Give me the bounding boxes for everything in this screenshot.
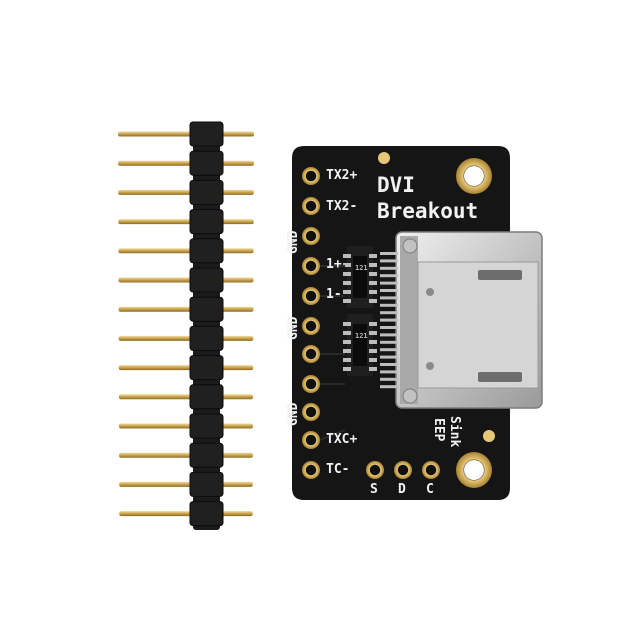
label-txcn: TC- (326, 462, 350, 477)
board-pad (302, 287, 320, 305)
label-s: S (370, 482, 378, 497)
label-gnd-3: GND (286, 402, 301, 426)
label-eep: EEP (431, 418, 446, 442)
board-pad (302, 317, 320, 335)
label-tx1p: 1+ (326, 257, 342, 272)
board-title-line2: Breakout (377, 199, 479, 223)
board-pad (302, 345, 320, 363)
label-tx2n: TX2- (326, 199, 358, 214)
header-pin (118, 248, 254, 254)
header-pin (119, 481, 253, 487)
label-c: C (426, 482, 434, 497)
header-pin (119, 511, 253, 517)
header-pin (118, 306, 254, 312)
bottom-pads (366, 461, 440, 479)
header-pin (119, 452, 253, 458)
header-pin (118, 160, 254, 166)
board-pad (302, 227, 320, 245)
label-gnd-1: GND (286, 230, 301, 254)
label-txcp: TXC+ (326, 432, 358, 447)
pin-header (118, 121, 254, 530)
board-pad (302, 403, 320, 421)
board-pad (302, 197, 320, 215)
fiducial (378, 152, 390, 164)
header-pin (118, 219, 254, 225)
header-pin (118, 365, 254, 371)
header-pin (118, 335, 254, 341)
resistor-arrays (343, 246, 377, 376)
ic-marking-2: 121 (355, 332, 368, 340)
board-pad (302, 461, 320, 479)
label-d: D (398, 482, 406, 497)
header-pin (118, 131, 254, 137)
ic-marking-1: 121 (355, 264, 368, 272)
label-gnd-2: GND (286, 316, 301, 340)
header-pin (118, 394, 254, 400)
hdmi-connector (380, 231, 543, 409)
dvi-breakout-board (292, 146, 543, 500)
board-pad (302, 375, 320, 393)
label-tx2p: TX2+ (326, 168, 358, 183)
label-sink: Sink (447, 416, 462, 448)
header-pin (118, 189, 254, 195)
header-pin (119, 423, 253, 429)
board-pad (302, 431, 320, 449)
label-tx1n: 1- (326, 287, 342, 302)
board-pad (302, 257, 320, 275)
header-pin (118, 277, 254, 283)
board-pad (302, 167, 320, 185)
board-title-line1: DVI (377, 173, 415, 197)
